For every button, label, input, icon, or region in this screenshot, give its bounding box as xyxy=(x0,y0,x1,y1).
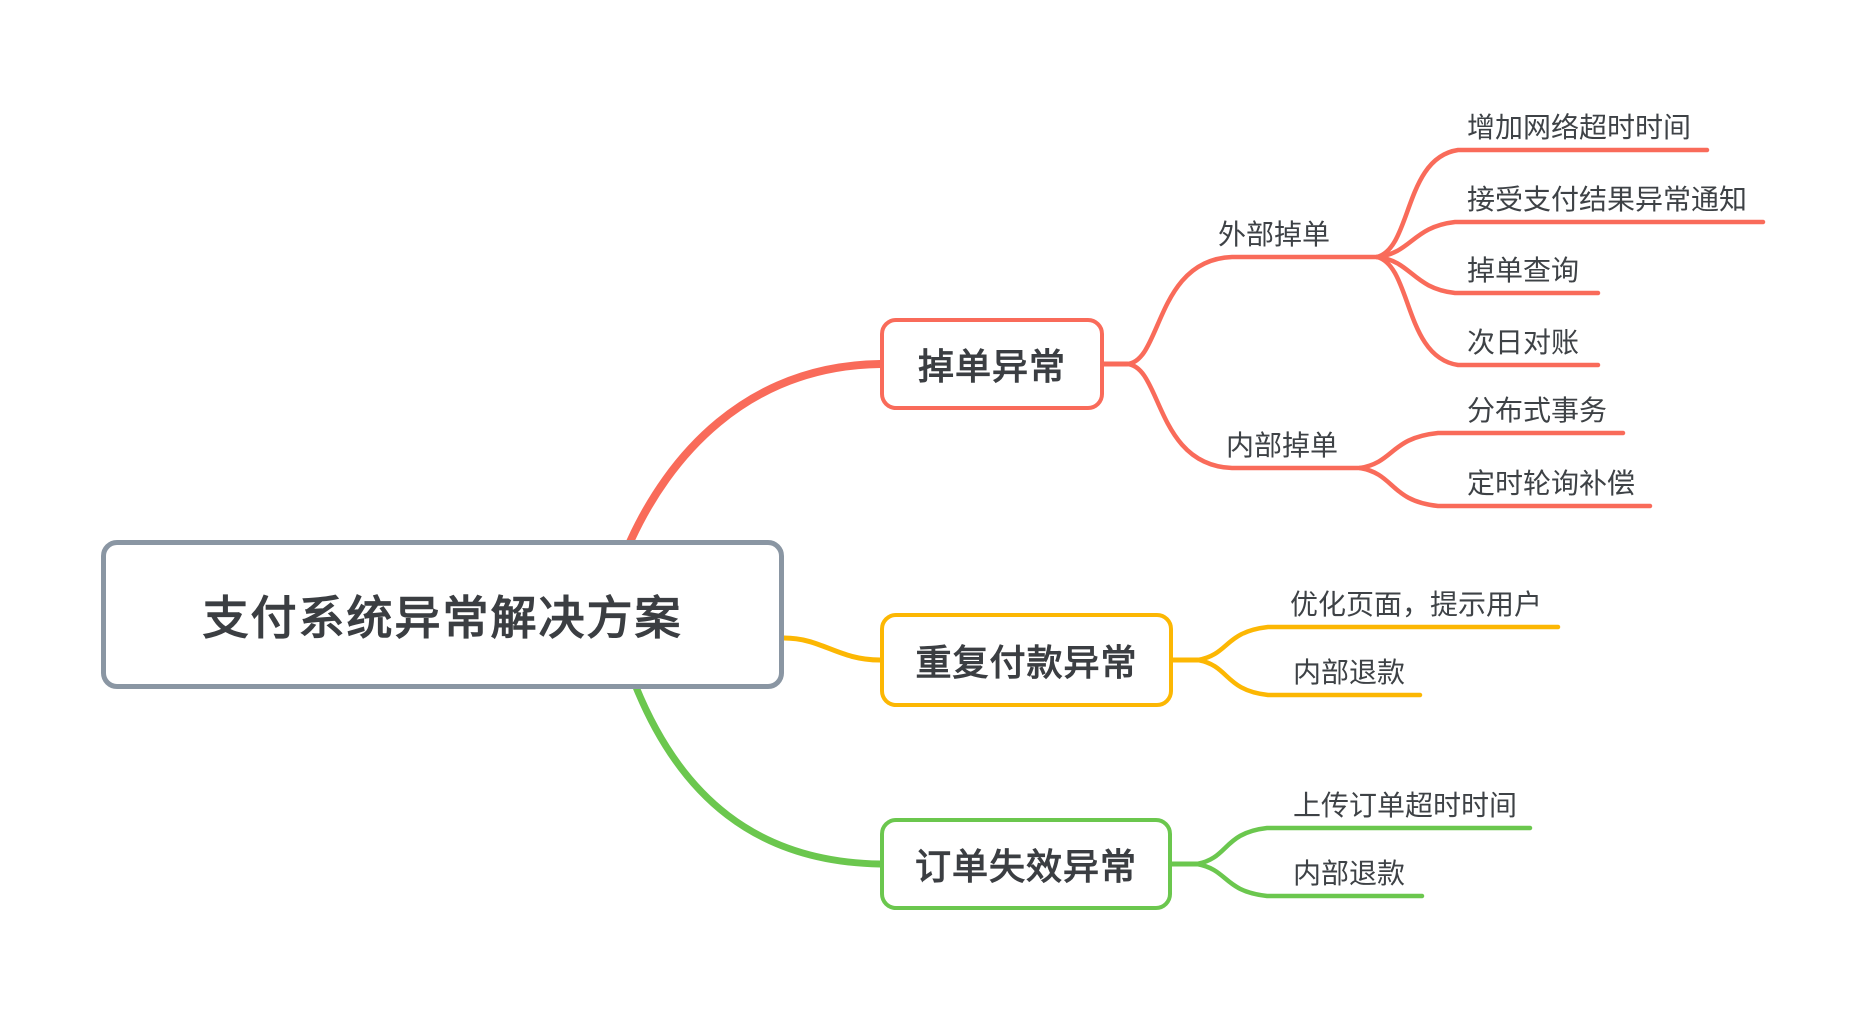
leaf-optimize-page-prompt-user[interactable]: 优化页面，提示用户 xyxy=(1290,589,1543,620)
leaf-increase-network-timeout[interactable]: 增加网络超时时间 xyxy=(1467,112,1692,143)
leaf-internal-refund-duplicate-pay[interactable]: 内部退款 xyxy=(1293,657,1406,688)
edge-to-next-day-reconcile xyxy=(1374,254,1601,368)
edge-to-external-drop xyxy=(1124,254,1380,367)
subtopic-internal-drop[interactable]: 内部掉单 xyxy=(1226,430,1339,461)
edge-to-internal-refund-green xyxy=(1194,861,1425,899)
edge-to-drop-query xyxy=(1374,254,1601,296)
leaf-distributed-transaction[interactable]: 分布式事务 xyxy=(1467,395,1608,426)
leaf-accept-payment-result-notice[interactable]: 接受支付结果异常通知 xyxy=(1467,184,1748,215)
edge-to-internal-refund-yellow xyxy=(1195,657,1423,698)
edge-to-internal-drop xyxy=(1124,361,1363,471)
branch-node-drop-order-exception[interactable]: 掉单异常 xyxy=(880,318,1104,410)
edge-to-increase-timeout xyxy=(1374,147,1710,260)
leaf-drop-order-query[interactable]: 掉单查询 xyxy=(1467,255,1580,286)
root-node-payment-exception-solutions[interactable]: 支付系统异常解决方案 xyxy=(101,540,784,689)
branch-node-duplicate-payment-exception[interactable]: 重复付款异常 xyxy=(880,613,1173,707)
leaf-next-day-reconciliation[interactable]: 次日对账 xyxy=(1467,327,1580,358)
edge-to-upload-order-timeout xyxy=(1194,825,1533,867)
edge-to-accept-notice xyxy=(1374,219,1766,260)
branch-node-order-expire-exception[interactable]: 订单失效异常 xyxy=(880,818,1172,910)
edge-to-distributed-transaction xyxy=(1357,430,1626,471)
edge-to-optimize-page xyxy=(1195,624,1561,663)
edge-root-to-branch-duplicate-pay xyxy=(781,635,883,663)
leaf-upload-order-timeout[interactable]: 上传订单超时时间 xyxy=(1293,790,1518,821)
edge-to-polling-compensation xyxy=(1357,465,1653,509)
edge-root-to-branch-drop-order xyxy=(626,360,884,546)
edge-root-to-branch-order-expire xyxy=(632,683,884,868)
subtopic-external-drop[interactable]: 外部掉单 xyxy=(1218,219,1331,250)
leaf-internal-refund-order-expire[interactable]: 内部退款 xyxy=(1293,858,1406,889)
leaf-scheduled-polling-compensation[interactable]: 定时轮询补偿 xyxy=(1467,468,1636,499)
